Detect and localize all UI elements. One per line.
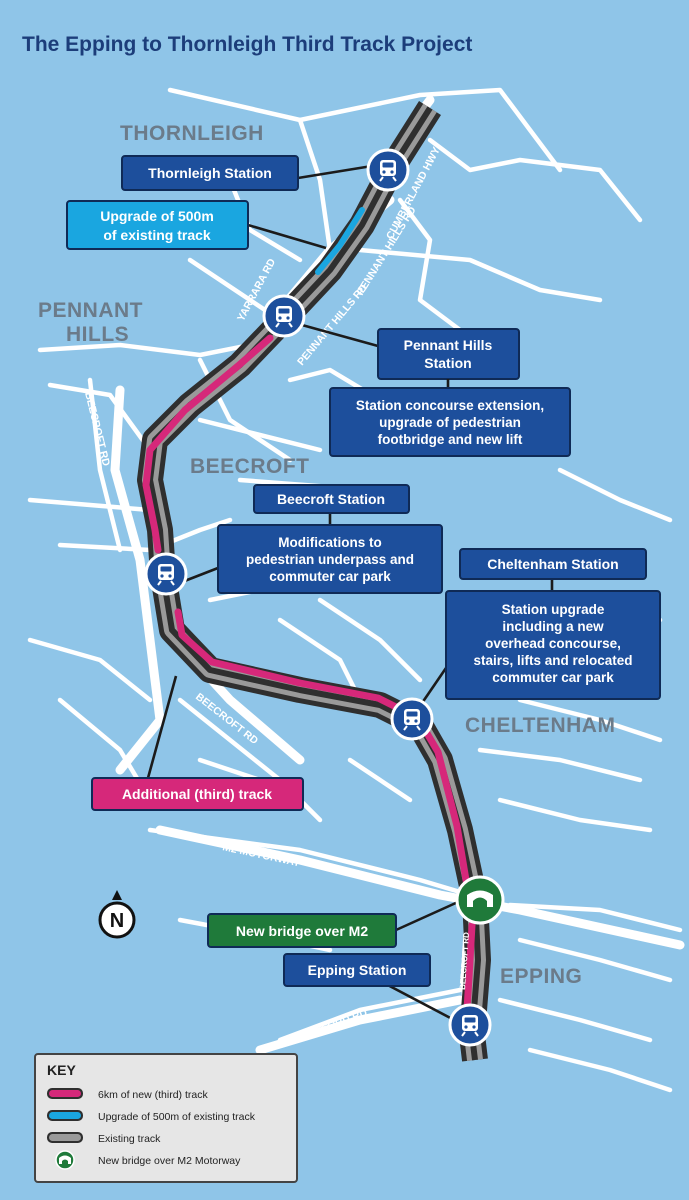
suburb-pennant-hills-line1: PENNANT — [38, 299, 143, 322]
callout-beecroft-works-line2: pedestrian underpass and — [246, 552, 414, 567]
map-key: KEY 6km of new (third) track Upgrade of … — [34, 1053, 298, 1183]
callout-epping-station[interactable]: Epping Station — [283, 953, 431, 987]
callout-thornleigh-station-label: Thornleigh Station — [148, 165, 272, 181]
key-item-existing-track-label: Existing track — [98, 1133, 161, 1145]
bridge-icon — [59, 1155, 71, 1164]
suburb-cheltenham: CHELTENHAM — [465, 714, 615, 737]
callout-beecroft-works-line3: commuter car park — [269, 569, 391, 584]
callout-pennant-hills-station[interactable]: Pennant Hills Station — [377, 328, 520, 380]
station-marker-beecroft[interactable] — [144, 552, 188, 596]
existing-track-core — [147, 106, 481, 1061]
key-item-upgrade-track-label: Upgrade of 500m of existing track — [98, 1111, 256, 1123]
callout-cheltenham-works-line3: overhead concourse, — [485, 636, 621, 651]
callout-beecroft-station-label: Beecroft Station — [277, 491, 385, 507]
north-arrow-label: N — [110, 910, 124, 932]
callout-leaders — [146, 164, 554, 1024]
callout-pennant-hills-station-line2: Station — [424, 355, 471, 371]
callout-thornleigh-station[interactable]: Thornleigh Station — [121, 155, 299, 191]
callout-beecroft-works[interactable]: Modifications to pedestrian underpass an… — [217, 524, 443, 594]
callout-upgrade-500m[interactable]: Upgrade of 500m of existing track — [66, 200, 249, 250]
callout-upgrade-500m-line1: Upgrade of 500m — [100, 208, 214, 224]
north-arrow-icon — [112, 890, 122, 900]
suburb-thornleigh: THORNLEIGH — [120, 122, 264, 145]
bridge-marker-m2[interactable] — [455, 875, 505, 925]
key-title: KEY — [47, 1062, 76, 1078]
key-item-new-bridge: New bridge over M2 Motorway — [55, 1150, 241, 1170]
suburb-beecroft: BEECROFT — [190, 455, 310, 478]
suburb-epping: EPPING — [500, 965, 582, 988]
callout-new-bridge-label: New bridge over M2 — [236, 923, 368, 939]
callout-pennant-hills-station-line1: Pennant Hills — [404, 337, 493, 353]
callout-cheltenham-works[interactable]: Station upgrade including a new overhead… — [445, 590, 661, 700]
key-item-existing-track: Existing track — [47, 1132, 161, 1145]
station-marker-epping[interactable] — [448, 1003, 492, 1047]
callout-cheltenham-works-line1: Station upgrade — [502, 602, 605, 617]
new-third-track-south — [174, 608, 470, 884]
callout-cheltenham-works-line4: stairs, lifts and relocated — [473, 653, 632, 668]
callout-pennant-hills-works[interactable]: Station concourse extension, upgrade of … — [329, 387, 571, 457]
callout-pennant-hills-works-line2: upgrade of pedestrian — [379, 415, 521, 430]
key-item-new-bridge-label: New bridge over M2 Motorway — [98, 1155, 241, 1167]
new-third-track-epping — [463, 921, 476, 1014]
callout-cheltenham-works-line2: including a new — [502, 619, 604, 634]
callout-new-bridge[interactable]: New bridge over M2 — [207, 913, 397, 948]
bridge-icon — [467, 890, 493, 907]
station-marker-thornleigh[interactable] — [366, 148, 410, 192]
callout-additional-track[interactable]: Additional (third) track — [91, 777, 304, 811]
north-arrow: N — [98, 890, 136, 939]
callout-pennant-hills-works-line3: footbridge and new lift — [378, 432, 523, 447]
suburb-pennant-hills-line2: HILLS — [66, 323, 129, 346]
callout-beecroft-works-line1: Modifications to — [278, 535, 382, 550]
upgrade-track-section — [315, 207, 365, 275]
callout-beecroft-station[interactable]: Beecroft Station — [253, 484, 410, 514]
callout-cheltenham-station[interactable]: Cheltenham Station — [459, 548, 647, 580]
key-item-new-track-label: 6km of new (third) track — [98, 1089, 208, 1101]
key-item-upgrade-track: Upgrade of 500m of existing track — [47, 1110, 256, 1123]
key-item-new-track: 6km of new (third) track — [47, 1088, 208, 1101]
station-marker-cheltenham[interactable] — [390, 697, 434, 741]
callout-cheltenham-station-label: Cheltenham Station — [487, 556, 618, 572]
new-third-track-north — [142, 334, 274, 554]
callout-cheltenham-works-line5: commuter car park — [492, 670, 614, 685]
map-title: The Epping to Thornleigh Third Track Pro… — [22, 33, 472, 56]
callout-pennant-hills-works-line1: Station concourse extension, — [356, 398, 544, 413]
callout-upgrade-500m-line2: of existing track — [103, 227, 211, 243]
station-marker-pennant-hills[interactable] — [262, 294, 306, 338]
road-label-beecroft-rd-epping: BEECROFT RD — [458, 932, 471, 990]
callout-additional-track-label: Additional (third) track — [122, 786, 272, 802]
callout-epping-station-label: Epping Station — [308, 962, 407, 978]
